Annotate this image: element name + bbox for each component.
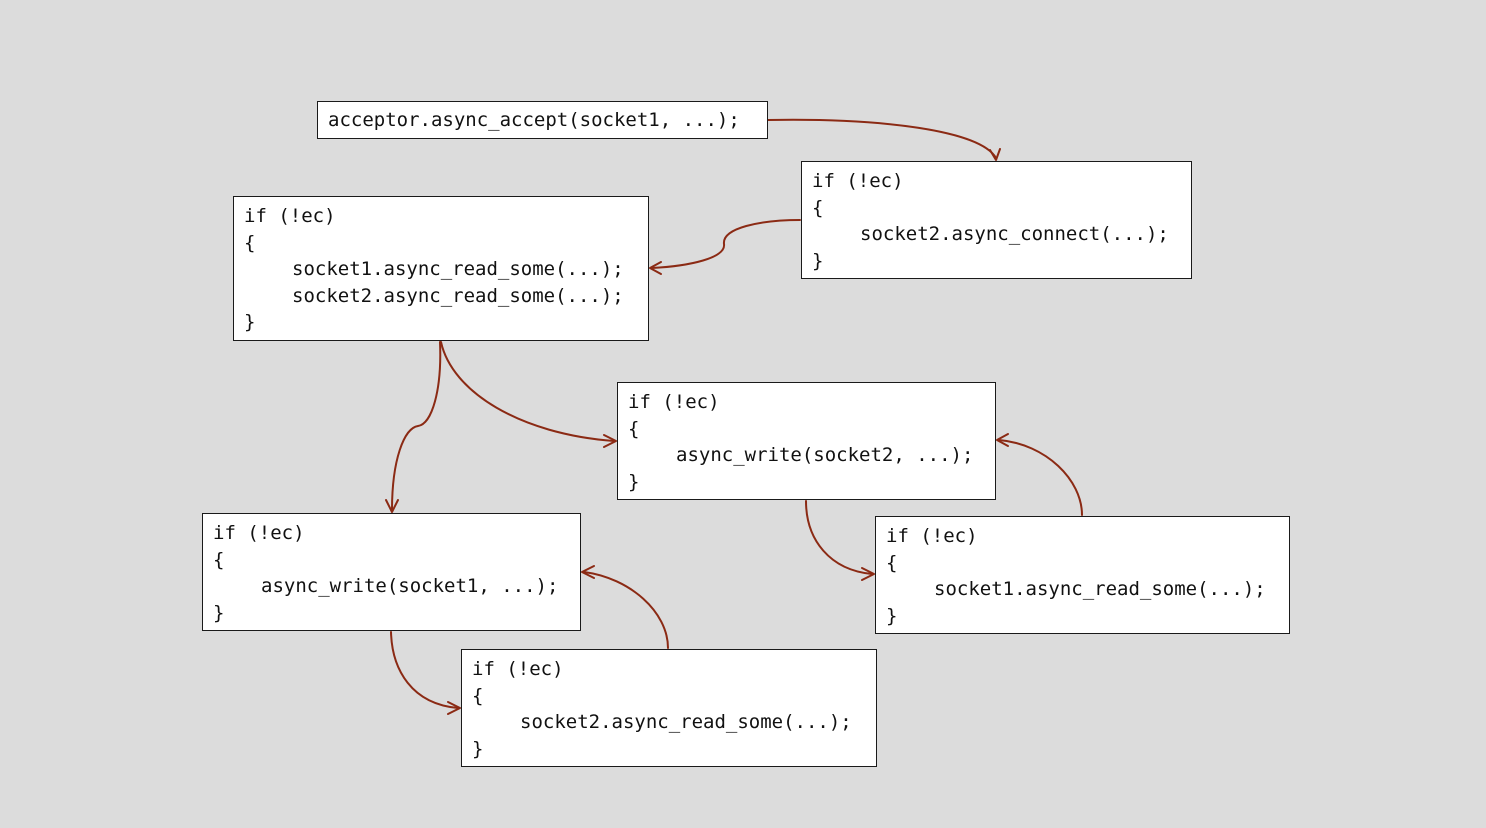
code-box-write-socket2: if (!ec) { async_write(socket2, ...); } bbox=[617, 382, 996, 500]
code-line: { bbox=[812, 196, 824, 219]
arrowhead-read-both-to-write1 bbox=[385, 499, 399, 513]
code-box-async-connect: if (!ec) { socket2.async_connect(...); } bbox=[801, 161, 1192, 279]
code-line: if (!ec) bbox=[886, 525, 978, 547]
code-box-write-socket1: if (!ec) { async_write(socket1, ...); } bbox=[202, 513, 581, 631]
code-line: if (!ec) bbox=[213, 522, 305, 544]
arrowhead-read2-to-write1 bbox=[581, 565, 595, 579]
code-line: socket1.async_read_some(...); bbox=[292, 258, 624, 280]
code-line: { bbox=[244, 231, 256, 254]
code-line: } bbox=[244, 311, 256, 333]
arrow-read2-to-write1 bbox=[583, 571, 669, 649]
code-line: } bbox=[213, 601, 225, 624]
code-line: async_write(socket1, ...); bbox=[261, 575, 559, 597]
arrowhead-read1-to-write2 bbox=[996, 433, 1009, 447]
code-line: } bbox=[886, 604, 898, 627]
code-line: { bbox=[213, 548, 225, 571]
code-line: { bbox=[628, 417, 640, 440]
code-line: socket2.async_connect(...); bbox=[860, 223, 1169, 245]
code-line: } bbox=[812, 249, 824, 272]
code-line: if (!ec) bbox=[812, 170, 904, 192]
arrow-connect-to-read-both bbox=[651, 219, 801, 269]
code-line: socket1.async_read_some(...); bbox=[934, 578, 1266, 600]
arrowhead-write2-to-read1 bbox=[861, 567, 875, 581]
arrowhead-read-both-to-write2 bbox=[603, 434, 617, 448]
arrow-read-both-to-write1 bbox=[391, 341, 442, 511]
code-line: async_write(socket2, ...); bbox=[676, 444, 974, 466]
code-line: } bbox=[628, 470, 640, 493]
code-line: socket2.async_read_some(...); bbox=[520, 711, 852, 733]
code-line: socket2.async_read_some(...); bbox=[292, 284, 624, 307]
code-line: if (!ec) bbox=[472, 658, 564, 680]
arrow-accept-to-connect bbox=[767, 118, 997, 159]
code-line: if (!ec) bbox=[628, 391, 720, 413]
arrowhead-accept-to-connect bbox=[989, 148, 1001, 161]
arrowhead-connect-to-read-both bbox=[649, 261, 662, 275]
arrow-write1-to-read2 bbox=[390, 631, 459, 709]
arrow-read-both-to-write2 bbox=[440, 341, 615, 442]
code-box-async-accept: acceptor.async_accept(socket1, ...); bbox=[317, 101, 768, 139]
code-box-read-socket2: if (!ec) { socket2.async_read_some(...);… bbox=[461, 649, 877, 767]
code-line: if (!ec) bbox=[244, 205, 336, 227]
arrow-write2-to-read1 bbox=[805, 500, 873, 575]
code-line: } bbox=[472, 737, 484, 760]
arrowhead-write1-to-read2 bbox=[447, 701, 461, 715]
code-line: { bbox=[886, 551, 898, 574]
arrow-read1-to-write2 bbox=[998, 439, 1083, 516]
code-box-read-both-sockets: if (!ec) { socket1.async_read_some(...);… bbox=[233, 196, 649, 341]
code-box-read-socket1: if (!ec) { socket1.async_read_some(...);… bbox=[875, 516, 1290, 634]
code-line: { bbox=[472, 684, 484, 707]
code-line: acceptor.async_accept(socket1, ...); bbox=[328, 109, 740, 131]
